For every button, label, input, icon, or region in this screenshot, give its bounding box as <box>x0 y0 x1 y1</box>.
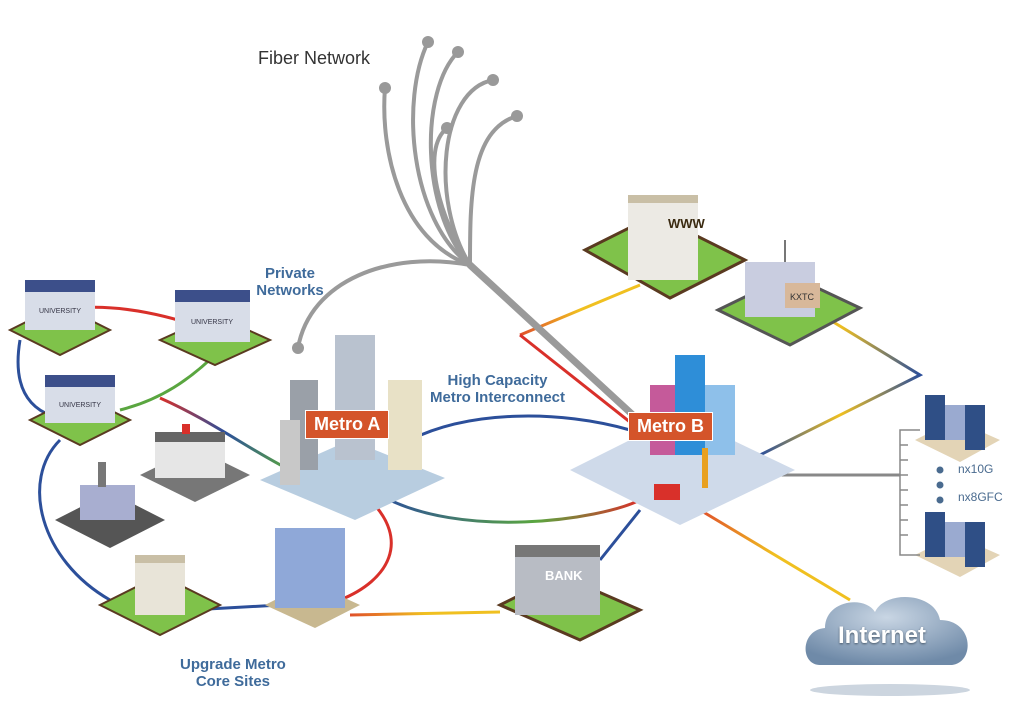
fiber-strand <box>428 50 472 267</box>
upgrade-line1: Upgrade Metro <box>180 656 286 673</box>
fiber-strand <box>411 40 472 267</box>
university-sign: UNIVERSITY <box>191 319 233 326</box>
datacenter-building <box>915 512 1000 577</box>
internet-label: Internet <box>838 622 927 649</box>
spec-10g: nx10G <box>958 462 994 476</box>
broadcast-station-building: KXTC <box>714 240 864 347</box>
university-building: UNIVERSITY <box>27 375 133 447</box>
link-interconnect-bottom <box>379 493 641 524</box>
factory-building <box>55 462 165 548</box>
fiber-ends <box>292 36 523 354</box>
metro-a-badge: Metro A <box>305 410 390 439</box>
link-kxtc-datacenter <box>759 318 924 457</box>
metro-a-city <box>260 335 445 520</box>
metro-b-city <box>570 355 795 525</box>
fiber-bundle <box>296 40 664 444</box>
link-metrob-kxtc <box>519 333 641 432</box>
www-sign: WWW <box>668 216 706 231</box>
bank-sign: BANK <box>545 568 583 583</box>
bank-building: BANK <box>496 545 644 642</box>
university-sign: UNIVERSITY <box>59 402 101 409</box>
university-building: UNIVERSITY <box>7 280 113 357</box>
fiber-network-label: Fiber Network <box>258 48 371 68</box>
link-interconnect-top <box>409 414 631 442</box>
upgrade-line2: Core Sites <box>195 673 271 690</box>
university-building: UNIVERSITY <box>157 290 273 367</box>
link-university-metroa <box>159 396 291 472</box>
interconnect-label: High Capacity Metro Interconnect <box>430 372 565 406</box>
spec-8gfc: nx8GFC <box>958 490 1003 504</box>
private-networks-label: Private Networks <box>250 265 330 299</box>
datacenter-building <box>915 395 1000 462</box>
office-building <box>97 555 223 637</box>
link-metroa-upgrade <box>339 498 393 602</box>
link-upgrade-bank <box>349 610 501 617</box>
private-networks-text: Private Networks <box>256 265 324 299</box>
internet-cloud <box>805 597 970 696</box>
spec-dots <box>936 466 944 504</box>
fiber-trunk <box>466 261 664 444</box>
upgrade-label: Upgrade Metro Core Sites <box>180 656 286 690</box>
fiber-strand <box>432 126 472 267</box>
link-metrob-bank <box>598 509 642 561</box>
link-left-ring <box>38 438 111 602</box>
fiber-strand <box>443 78 495 267</box>
www-building: WWW <box>581 195 749 300</box>
university-sign: UNIVERSITY <box>39 308 81 315</box>
link-metrob-internet <box>699 508 851 602</box>
fiber-strand <box>382 86 472 267</box>
interconnect-line2: Metro Interconnect <box>430 389 566 406</box>
fiber-private <box>296 259 472 350</box>
metro-b-badge: Metro B <box>628 412 713 441</box>
fiber-strand <box>468 114 519 267</box>
datacenter-bracket <box>899 429 920 556</box>
kxtc-sign: KXTC <box>790 292 815 302</box>
interconnect-line1: High Capacity <box>447 372 548 389</box>
upgrade-core-site-building <box>265 528 360 628</box>
school-building <box>140 424 250 502</box>
